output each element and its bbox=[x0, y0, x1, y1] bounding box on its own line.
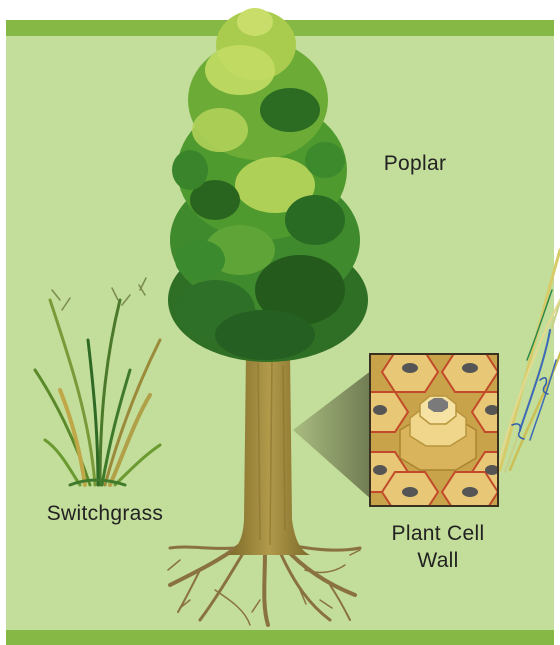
switchgrass-illustration bbox=[35, 278, 160, 485]
plant-cell-wall-label-line1: Plant Cell bbox=[368, 520, 508, 547]
tree-trunk bbox=[228, 352, 310, 555]
poplar-tree-illustration bbox=[168, 8, 368, 362]
plant-cell-wall-label-line2: Wall bbox=[368, 547, 508, 574]
poplar-label: Poplar bbox=[370, 150, 460, 177]
zoom-cone bbox=[293, 370, 372, 500]
roots bbox=[168, 545, 360, 625]
fiber-strands-illustration bbox=[498, 250, 560, 472]
plant-cell-wall-label: Plant Cell Wall bbox=[368, 520, 508, 574]
cell-wall-zoom-illustration bbox=[352, 352, 528, 512]
switchgrass-label: Switchgrass bbox=[30, 500, 180, 527]
